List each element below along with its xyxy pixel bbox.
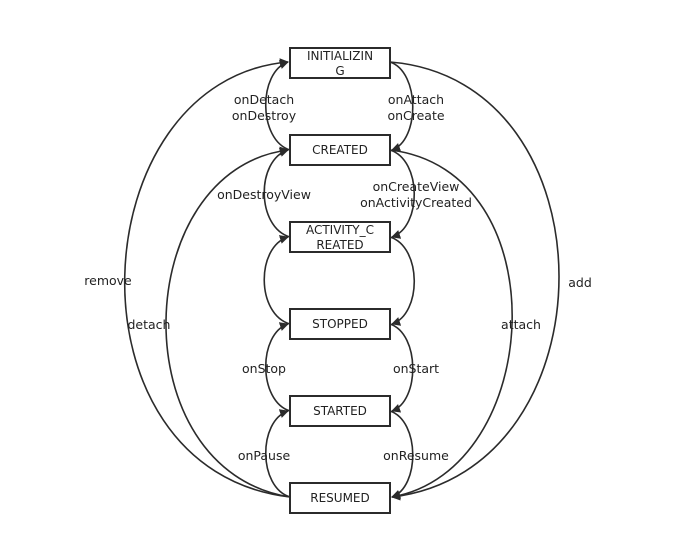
edge-started-to-stopped bbox=[264, 322, 291, 412]
edge-resumed-to-started bbox=[264, 409, 291, 498]
edge-add bbox=[389, 61, 560, 501]
edge-stopped-to-started bbox=[389, 323, 414, 413]
label-on-attach: onAttach bbox=[388, 92, 444, 107]
label-on-create-view: onCreateView bbox=[373, 179, 460, 194]
label-attach: attach bbox=[501, 317, 541, 332]
edge-initializing-to-created bbox=[389, 61, 414, 152]
label-on-destroy-view: onDestroyView bbox=[217, 187, 311, 202]
label-remove: remove bbox=[84, 273, 132, 288]
state-stopped-label: STOPPED bbox=[312, 317, 368, 331]
label-on-destroy: onDestroy bbox=[232, 108, 297, 123]
label-detach: detach bbox=[128, 317, 171, 332]
edge-activity-created-to-stopped bbox=[389, 236, 416, 326]
label-add: add bbox=[568, 275, 592, 290]
edge-remove bbox=[123, 58, 291, 498]
state-activity-created-line-1: ACTIVITY_C bbox=[306, 223, 374, 237]
state-activity-created-line-2: REATED bbox=[316, 238, 363, 252]
label-on-start: onStart bbox=[393, 361, 439, 376]
label-on-create: onCreate bbox=[387, 108, 444, 123]
label-on-resume: onResume bbox=[383, 448, 449, 463]
state-resumed-label: RESUMED bbox=[310, 491, 370, 505]
state-created: CREATED bbox=[289, 134, 391, 166]
edge-stopped-to-activity-created bbox=[263, 235, 291, 325]
state-activity-created: ACTIVITY_C REATED bbox=[289, 221, 391, 253]
label-on-pause: onPause bbox=[238, 448, 291, 463]
state-initializing-line-2: G bbox=[335, 64, 344, 78]
edge-created-to-activity-created bbox=[389, 149, 416, 239]
state-resumed: RESUMED bbox=[289, 482, 391, 514]
edge-detach bbox=[165, 146, 291, 498]
state-started: STARTED bbox=[289, 395, 391, 427]
state-stopped: STOPPED bbox=[289, 308, 391, 340]
edge-attach bbox=[389, 149, 513, 501]
state-initializing-line-1: INITIALIZIN bbox=[307, 49, 373, 63]
label-on-detach: onDetach bbox=[234, 92, 294, 107]
state-created-label: CREATED bbox=[312, 143, 368, 157]
edge-activity-created-to-created bbox=[263, 148, 291, 238]
state-started-label: STARTED bbox=[313, 404, 367, 418]
label-on-activity-created: onActivityCreated bbox=[360, 195, 472, 210]
label-on-stop: onStop bbox=[242, 361, 286, 376]
edge-created-to-initializing bbox=[264, 60, 291, 151]
state-initializing: INITIALIZIN G bbox=[289, 47, 391, 79]
